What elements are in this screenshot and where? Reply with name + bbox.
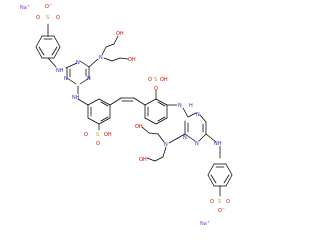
sodium-label-bottom: Na+ bbox=[200, 220, 210, 227]
triazine-top-n1: N bbox=[76, 60, 80, 66]
sodium-label-top: Na+ bbox=[20, 4, 30, 11]
triazine-top-n2: N bbox=[64, 76, 68, 82]
bond-lines bbox=[35, 23, 233, 197]
sulfur-label-bottom: S bbox=[218, 199, 221, 205]
amine-n-bottom: N bbox=[164, 142, 168, 148]
chemical-structure: Na+ O− O S O NH N OH OH N N N NH O S OH … bbox=[20, 3, 233, 227]
sulfonic-hydroxyl-right: OH bbox=[160, 77, 168, 83]
sulfur-label-right: S bbox=[154, 77, 157, 83]
atom-labels: Na+ O− O S O NH N OH OH N N N NH O S OH … bbox=[20, 3, 230, 227]
oxide-label-top: O− bbox=[45, 3, 52, 10]
amine-nh-bottom: NH bbox=[214, 141, 222, 147]
triazine-bottom-n1: N bbox=[196, 112, 200, 118]
sulfur-label-top: S bbox=[46, 15, 49, 21]
hydroxyl-top-1: OH bbox=[116, 31, 124, 37]
hydroxyl-top-2: OH bbox=[128, 57, 136, 63]
triazine-bottom-n2: N bbox=[183, 135, 187, 141]
sulfonic-oxygen-right-2: O bbox=[154, 86, 158, 92]
sulfonic-oxygen-left-2: O bbox=[96, 141, 100, 147]
triazine-top-n3: N bbox=[87, 76, 91, 82]
hydroxyl-bottom-1: OH bbox=[135, 124, 143, 130]
sulfonic-oxygen-left-1: O bbox=[84, 132, 88, 138]
hydroxyl-bottom-2: OH bbox=[139, 157, 147, 163]
sulfonyl-oxygen-bottom-right: O bbox=[226, 199, 230, 205]
sulfur-label-left: S bbox=[96, 132, 99, 138]
triazine-bottom-n3: N bbox=[195, 141, 199, 147]
sulfonyl-oxygen-top-right: O bbox=[56, 15, 60, 21]
amine-nh-top: NH bbox=[56, 68, 64, 74]
amine-nh-middle-top: NH bbox=[72, 95, 80, 101]
amine-n-top: N bbox=[99, 55, 103, 61]
oxide-label-bottom: O− bbox=[218, 207, 225, 214]
sulfonyl-oxygen-bottom-left: O bbox=[210, 199, 214, 205]
sulfonyl-oxygen-top-left: O bbox=[36, 15, 40, 21]
sulfonic-oxygen-right-1: O bbox=[148, 77, 152, 83]
amine-n-middle-bottom: N bbox=[178, 103, 182, 109]
sulfonic-hydroxyl-left: OH bbox=[104, 132, 112, 138]
amine-h-middle-bottom: H bbox=[189, 103, 193, 109]
